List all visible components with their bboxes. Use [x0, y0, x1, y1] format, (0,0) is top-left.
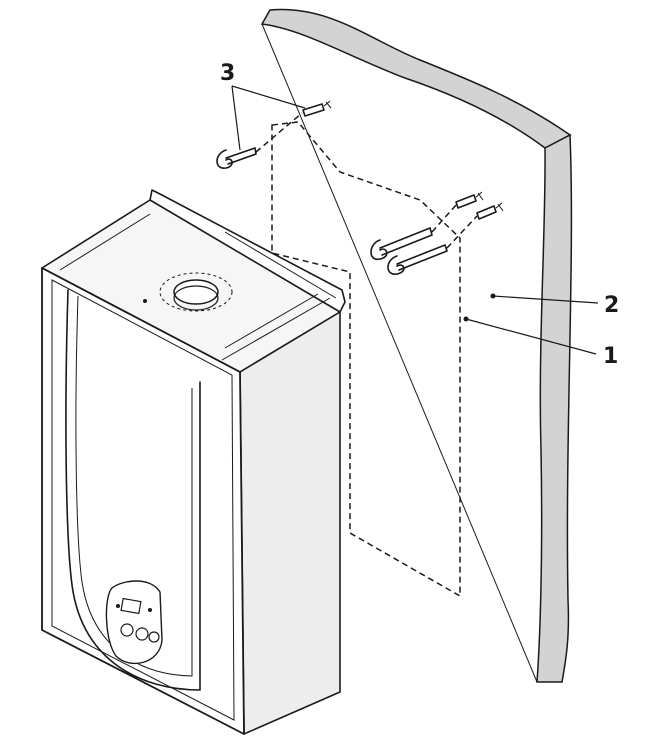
wall-plug-right — [476, 202, 504, 220]
alignment-line-right — [446, 215, 478, 249]
boiler-unit — [41, 189, 346, 735]
callout-leader-1 — [463, 316, 597, 355]
bracket-hook-left — [216, 147, 257, 169]
mounting-template-outline — [271, 121, 461, 598]
callout-leader-3 — [231, 85, 306, 151]
wall — [260, 8, 573, 683]
wall-plug-middle — [455, 191, 484, 209]
alignment-line-top — [255, 112, 303, 153]
alignment-line-middle — [431, 204, 457, 233]
bracket-hook-middle — [370, 227, 433, 261]
callout-number-1: 1 — [603, 344, 618, 369]
bracket-hook-right — [387, 244, 448, 275]
callout-number-3: 3 — [220, 61, 235, 86]
wall-plug-top — [302, 100, 332, 117]
callout-number-2: 2 — [604, 293, 619, 318]
callout-leader-2 — [490, 293, 599, 304]
